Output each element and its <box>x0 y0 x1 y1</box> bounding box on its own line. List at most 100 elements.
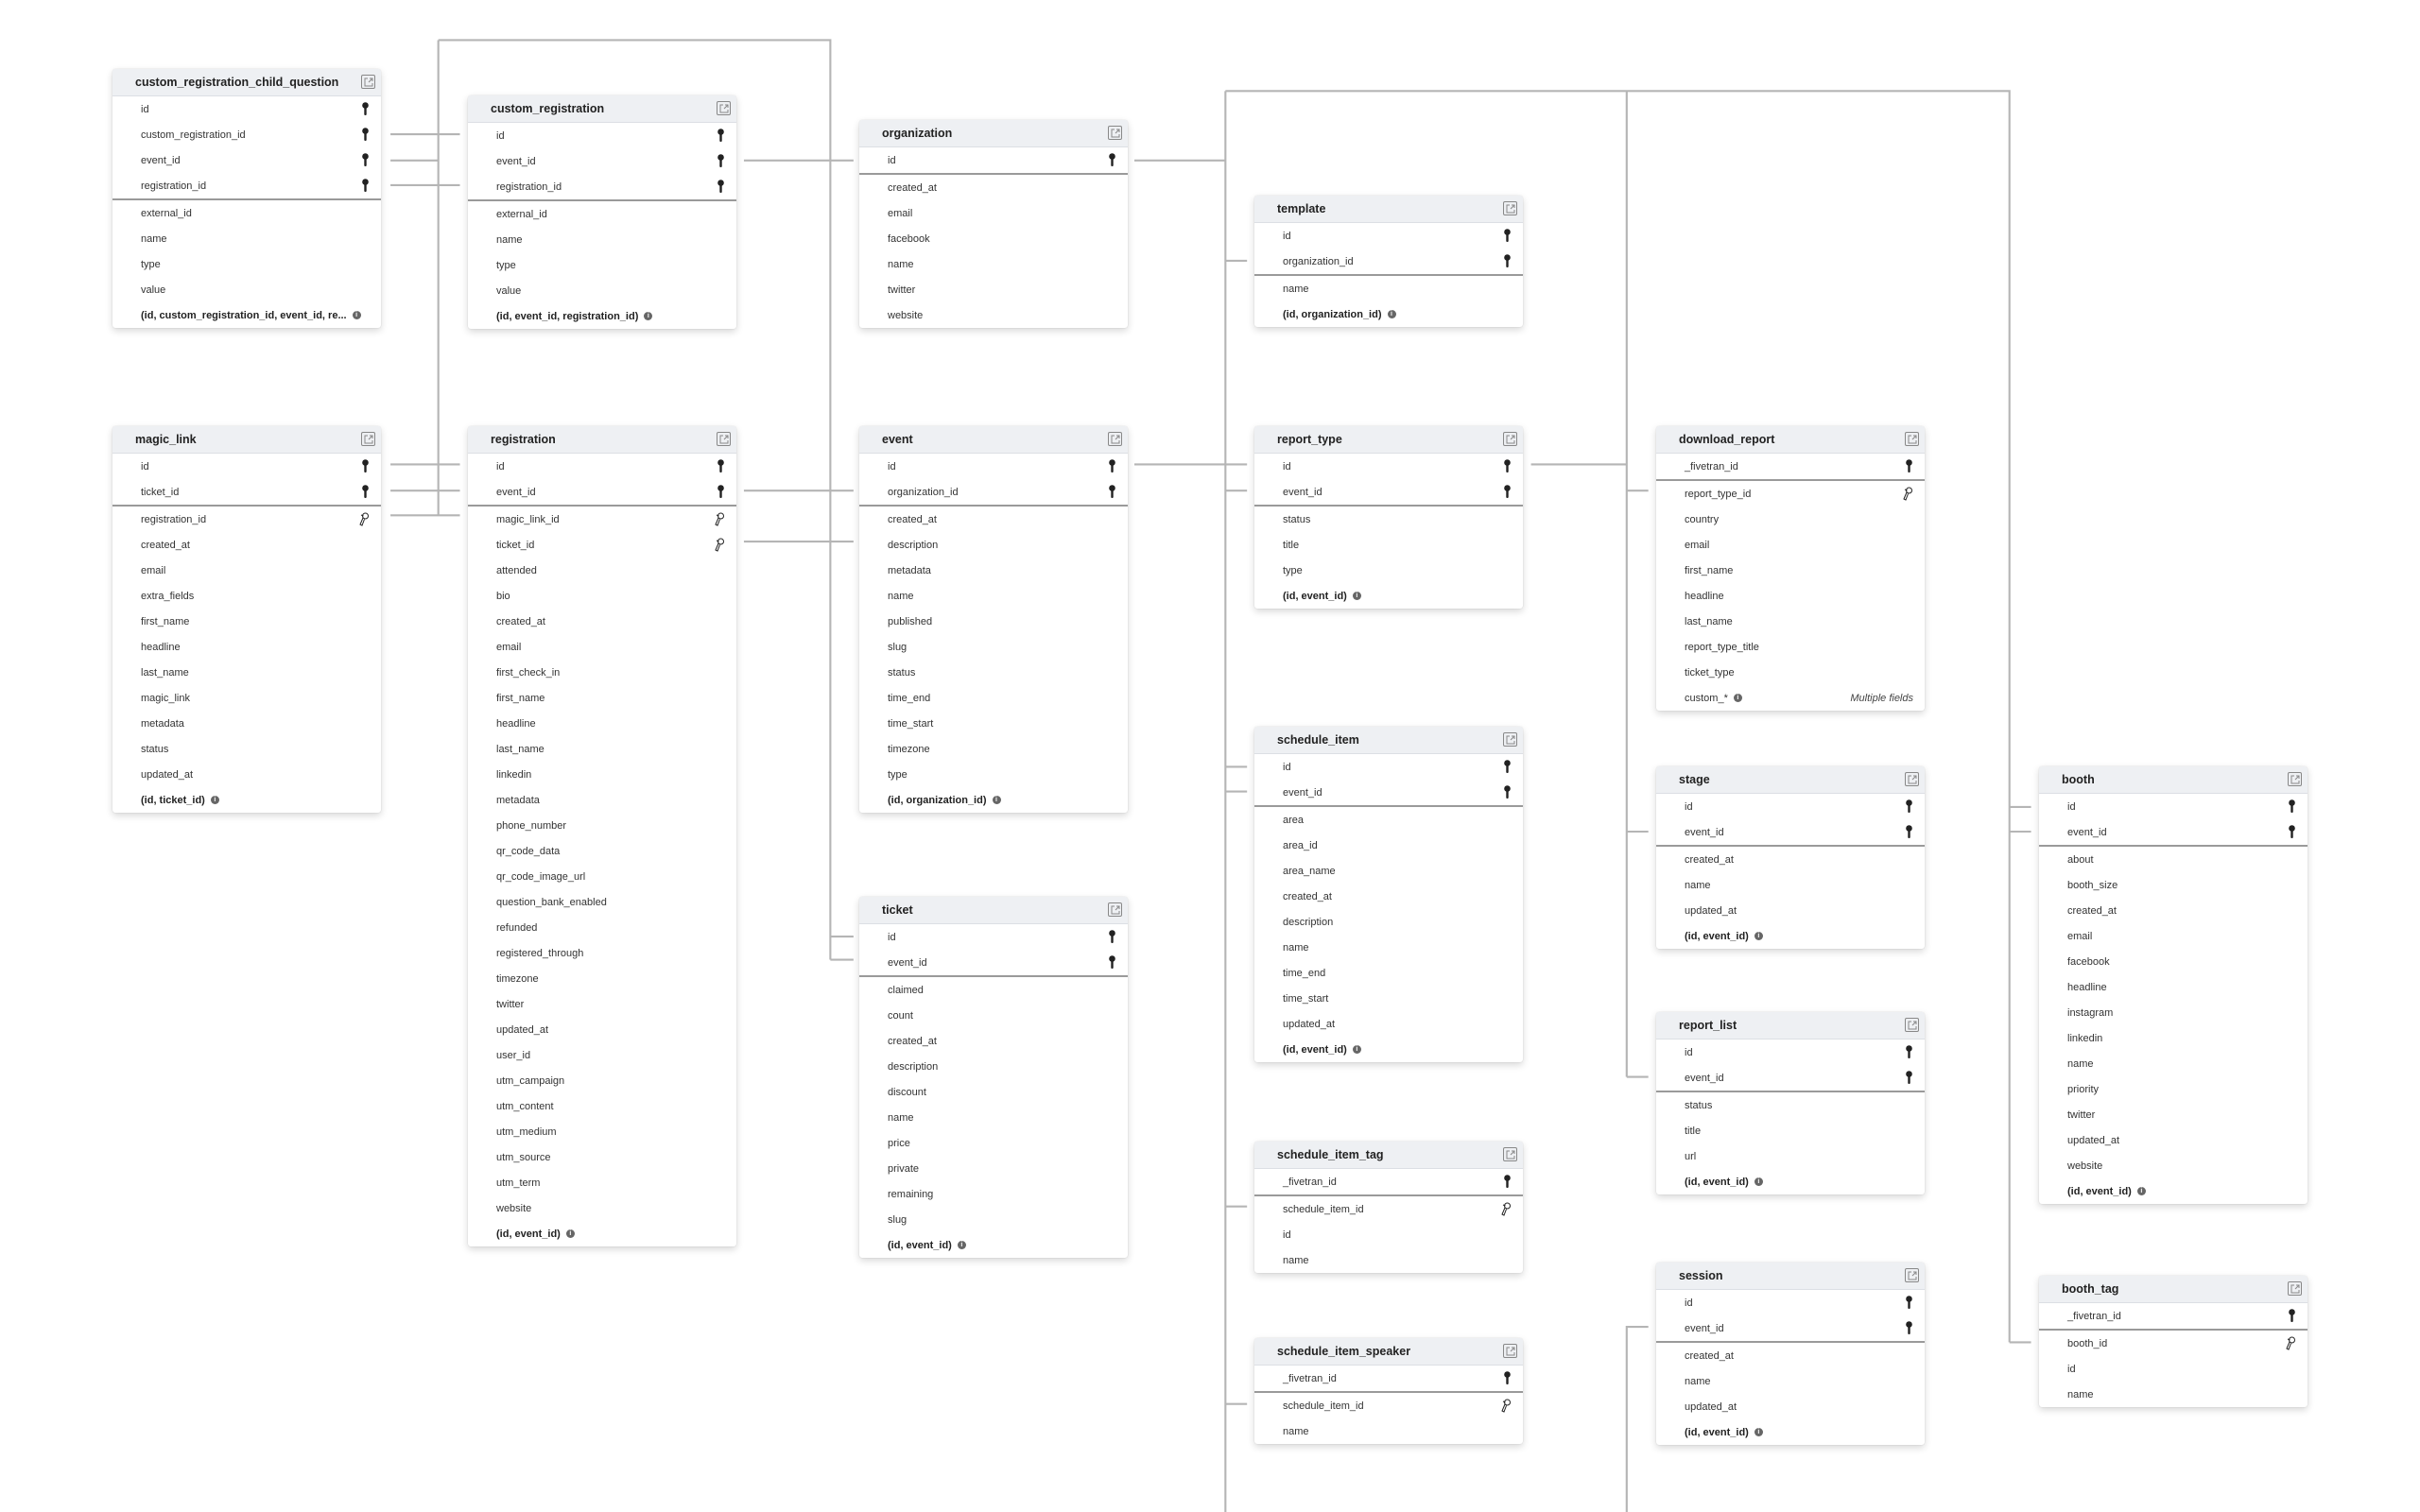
field-name: name <box>1283 1425 1309 1437</box>
field-name: schedule_item_id <box>1283 1400 1364 1412</box>
field-row: booth_id <box>2039 1329 2308 1356</box>
field-row: created_at <box>859 173 1128 200</box>
open-external-icon[interactable] <box>361 432 375 446</box>
info-icon[interactable]: i <box>644 312 653 320</box>
table-header: ticket <box>859 897 1128 924</box>
open-external-icon[interactable] <box>1108 902 1122 917</box>
field-row: created_at <box>859 505 1128 532</box>
field-name: status <box>888 666 916 679</box>
field-name: id <box>2067 800 2076 813</box>
open-external-icon[interactable] <box>1503 201 1517 215</box>
primary-key-icon <box>1503 459 1512 476</box>
field-name: count <box>888 1009 913 1022</box>
index-label: (id, event_id) <box>1685 1426 1749 1438</box>
field-name: created_at <box>496 615 545 627</box>
primary-key-row: registration_id <box>468 174 736 199</box>
open-external-icon[interactable] <box>1503 1344 1517 1358</box>
field-row: bio <box>468 583 736 609</box>
open-external-icon[interactable] <box>1108 126 1122 140</box>
info-icon[interactable]: i <box>1733 694 1742 702</box>
info-icon[interactable]: i <box>1754 1428 1763 1436</box>
field-name: id <box>1685 800 1693 813</box>
field-name: email <box>2067 930 2093 942</box>
foreign-key-icon <box>1901 487 1913 504</box>
open-external-icon[interactable] <box>1503 1147 1517 1161</box>
field-name: report_type_title <box>1685 641 1759 653</box>
field-name: email <box>496 641 522 653</box>
open-external-icon[interactable] <box>2288 1281 2302 1296</box>
primary-key-icon <box>1905 799 1913 816</box>
field-row: updated_at <box>2039 1127 2308 1153</box>
info-icon[interactable]: i <box>1754 932 1763 940</box>
field-name: phone_number <box>496 819 567 832</box>
open-external-icon[interactable] <box>1905 1018 1919 1032</box>
info-icon[interactable]: i <box>992 796 1001 804</box>
index-row: (id, ticket_id)i <box>112 787 381 813</box>
field-row: twitter <box>468 991 736 1017</box>
field-name: twitter <box>496 998 525 1010</box>
primary-key-icon <box>1108 955 1116 972</box>
field-name: external_id <box>141 207 192 219</box>
open-external-icon[interactable] <box>1905 1268 1919 1282</box>
connector <box>830 935 854 961</box>
field-row: twitter <box>2039 1102 2308 1127</box>
info-icon[interactable]: i <box>2136 1187 2146 1195</box>
open-external-icon[interactable] <box>717 432 731 446</box>
info-icon[interactable]: i <box>1387 310 1396 318</box>
field-name: value <box>496 284 522 297</box>
field-name: external_id <box>496 208 547 220</box>
foreign-key-icon <box>2284 1336 2296 1353</box>
open-external-icon[interactable] <box>2288 772 2302 786</box>
field-name: metadata <box>141 717 184 730</box>
info-icon[interactable]: i <box>210 796 219 804</box>
table-title: stage <box>1679 773 1710 786</box>
field-name: name <box>1685 879 1711 891</box>
open-external-icon[interactable] <box>1905 432 1919 446</box>
field-row: name <box>1254 935 1523 960</box>
info-icon[interactable]: i <box>1352 1045 1361 1054</box>
field-row: email <box>859 200 1128 226</box>
field-row: metadata <box>112 711 381 736</box>
field-row: status <box>1254 505 1523 532</box>
open-external-icon[interactable] <box>361 75 375 89</box>
open-external-icon[interactable] <box>1503 432 1517 446</box>
open-external-icon[interactable] <box>1905 772 1919 786</box>
field-row: utm_medium <box>468 1119 736 1144</box>
info-icon[interactable]: i <box>565 1229 575 1238</box>
info-icon[interactable]: i <box>957 1241 966 1249</box>
open-external-icon[interactable] <box>1503 732 1517 747</box>
field-name: url <box>1685 1150 1697 1162</box>
field-name: event_id <box>496 486 536 498</box>
open-external-icon[interactable] <box>1108 432 1122 446</box>
primary-key-icon <box>717 180 725 197</box>
primary-key-icon <box>2288 1309 2296 1326</box>
info-icon[interactable]: i <box>1754 1177 1763 1186</box>
field-name: headline <box>141 641 181 653</box>
field-row: updated_at <box>1656 898 1925 923</box>
info-icon[interactable]: i <box>1352 592 1361 600</box>
field-row: updated_at <box>112 762 381 787</box>
field-name: description <box>1283 916 1334 928</box>
table-header: magic_link <box>112 426 381 454</box>
info-icon[interactable]: i <box>352 311 361 319</box>
open-external-icon[interactable] <box>717 101 731 115</box>
primary-key-icon <box>1905 1045 1913 1062</box>
